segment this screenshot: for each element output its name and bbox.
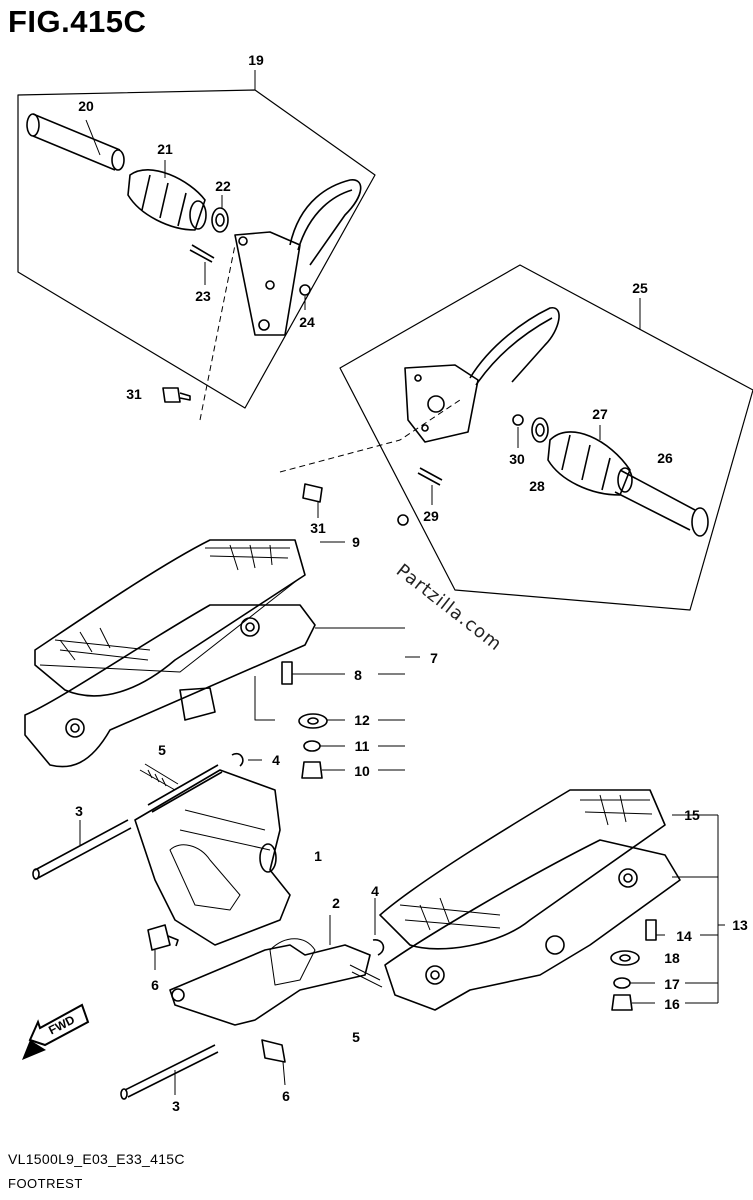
footboard-plate-7 (24, 604, 316, 768)
washer-27-area (531, 417, 549, 443)
callout-5-left: 5 (158, 742, 166, 758)
bolt-31-right (302, 483, 323, 518)
callout-6-right: 6 (282, 1088, 290, 1104)
callout-31-left: 31 (126, 386, 142, 402)
panel-25-frame (339, 264, 753, 611)
washer-17 (613, 977, 655, 989)
bolt-6-left (147, 924, 179, 970)
damper-12 (298, 713, 345, 729)
callout-15: 15 (684, 807, 700, 823)
figure-title: FIG.415C (8, 4, 147, 39)
callout-30: 30 (509, 451, 525, 467)
callout-7: 7 (430, 650, 438, 666)
clip-4-right (372, 898, 385, 956)
bolt-6-right (261, 1039, 286, 1086)
callout-8: 8 (354, 667, 362, 683)
callout-1: 1 (314, 848, 322, 864)
callout-21: 21 (157, 141, 173, 157)
callout-18: 18 (664, 950, 680, 966)
callout-29: 29 (423, 508, 439, 524)
grip-21 (127, 160, 207, 231)
callout-22: 22 (215, 178, 231, 194)
fwd-arrow-icon (22, 1003, 90, 1060)
callout-27: 27 (592, 406, 608, 422)
watermark-logo (397, 514, 409, 526)
callout-24: 24 (299, 314, 315, 330)
callout-31-right: 31 (310, 520, 326, 536)
callout-23: 23 (195, 288, 211, 304)
callout-16: 16 (664, 996, 680, 1012)
bolt-14 (645, 919, 665, 941)
callout-13: 13 (732, 917, 748, 933)
footrest-hinge-right (169, 915, 371, 1026)
footrest-hinge-left (134, 769, 291, 946)
callout-2: 2 (332, 895, 340, 911)
bracket-13-lines (672, 814, 725, 1004)
footrest-bracket-right (404, 307, 560, 443)
callout-25: 25 (632, 280, 648, 296)
callout-26: 26 (657, 450, 673, 466)
pin-3-right (120, 1044, 219, 1100)
callout-9: 9 (352, 534, 360, 550)
bar-20 (26, 113, 125, 171)
callout-19: 19 (248, 52, 264, 68)
spring-5-right (349, 964, 383, 988)
callout-11: 11 (354, 738, 370, 754)
callout-10: 10 (354, 763, 370, 779)
callout-14: 14 (676, 928, 692, 944)
clip-24 (299, 284, 311, 310)
pin-3-left (32, 819, 132, 880)
pin-23 (189, 244, 215, 285)
bolt-8 (281, 661, 345, 685)
clip-30 (512, 414, 524, 448)
pin-29 (417, 467, 443, 505)
callout-4-left: 4 (272, 752, 280, 768)
spring-5-left (139, 763, 179, 791)
callout-3-left: 3 (75, 803, 83, 819)
callout-3-right: 3 (172, 1098, 180, 1114)
damper-18 (610, 950, 640, 966)
grip-26 (547, 425, 709, 537)
callout-4-right: 4 (371, 883, 379, 899)
callout-20: 20 (78, 98, 94, 114)
callout-12: 12 (354, 712, 370, 728)
diagram-name: FOOTREST (8, 1176, 83, 1191)
bolt-31-left (162, 387, 191, 403)
footboard-rubber-9 (34, 539, 306, 697)
diagram-code: VL1500L9_E03_E33_415C (8, 1151, 185, 1167)
callout-5-right: 5 (352, 1029, 360, 1045)
pin-upper-left (147, 764, 223, 813)
callout-17: 17 (664, 976, 680, 992)
dashed-line-31-right (279, 399, 461, 473)
clip-4-left (231, 752, 262, 767)
footboard-plate-13 (384, 839, 681, 1011)
bolt-10 (301, 761, 345, 779)
washer-11 (303, 740, 345, 752)
footboard-rubber-15 (379, 789, 666, 950)
footrest-bracket-left (234, 179, 362, 336)
callout-28: 28 (529, 478, 545, 494)
bolt-16 (611, 994, 655, 1011)
callout-6-left: 6 (151, 977, 159, 993)
washer-22 (211, 195, 229, 233)
